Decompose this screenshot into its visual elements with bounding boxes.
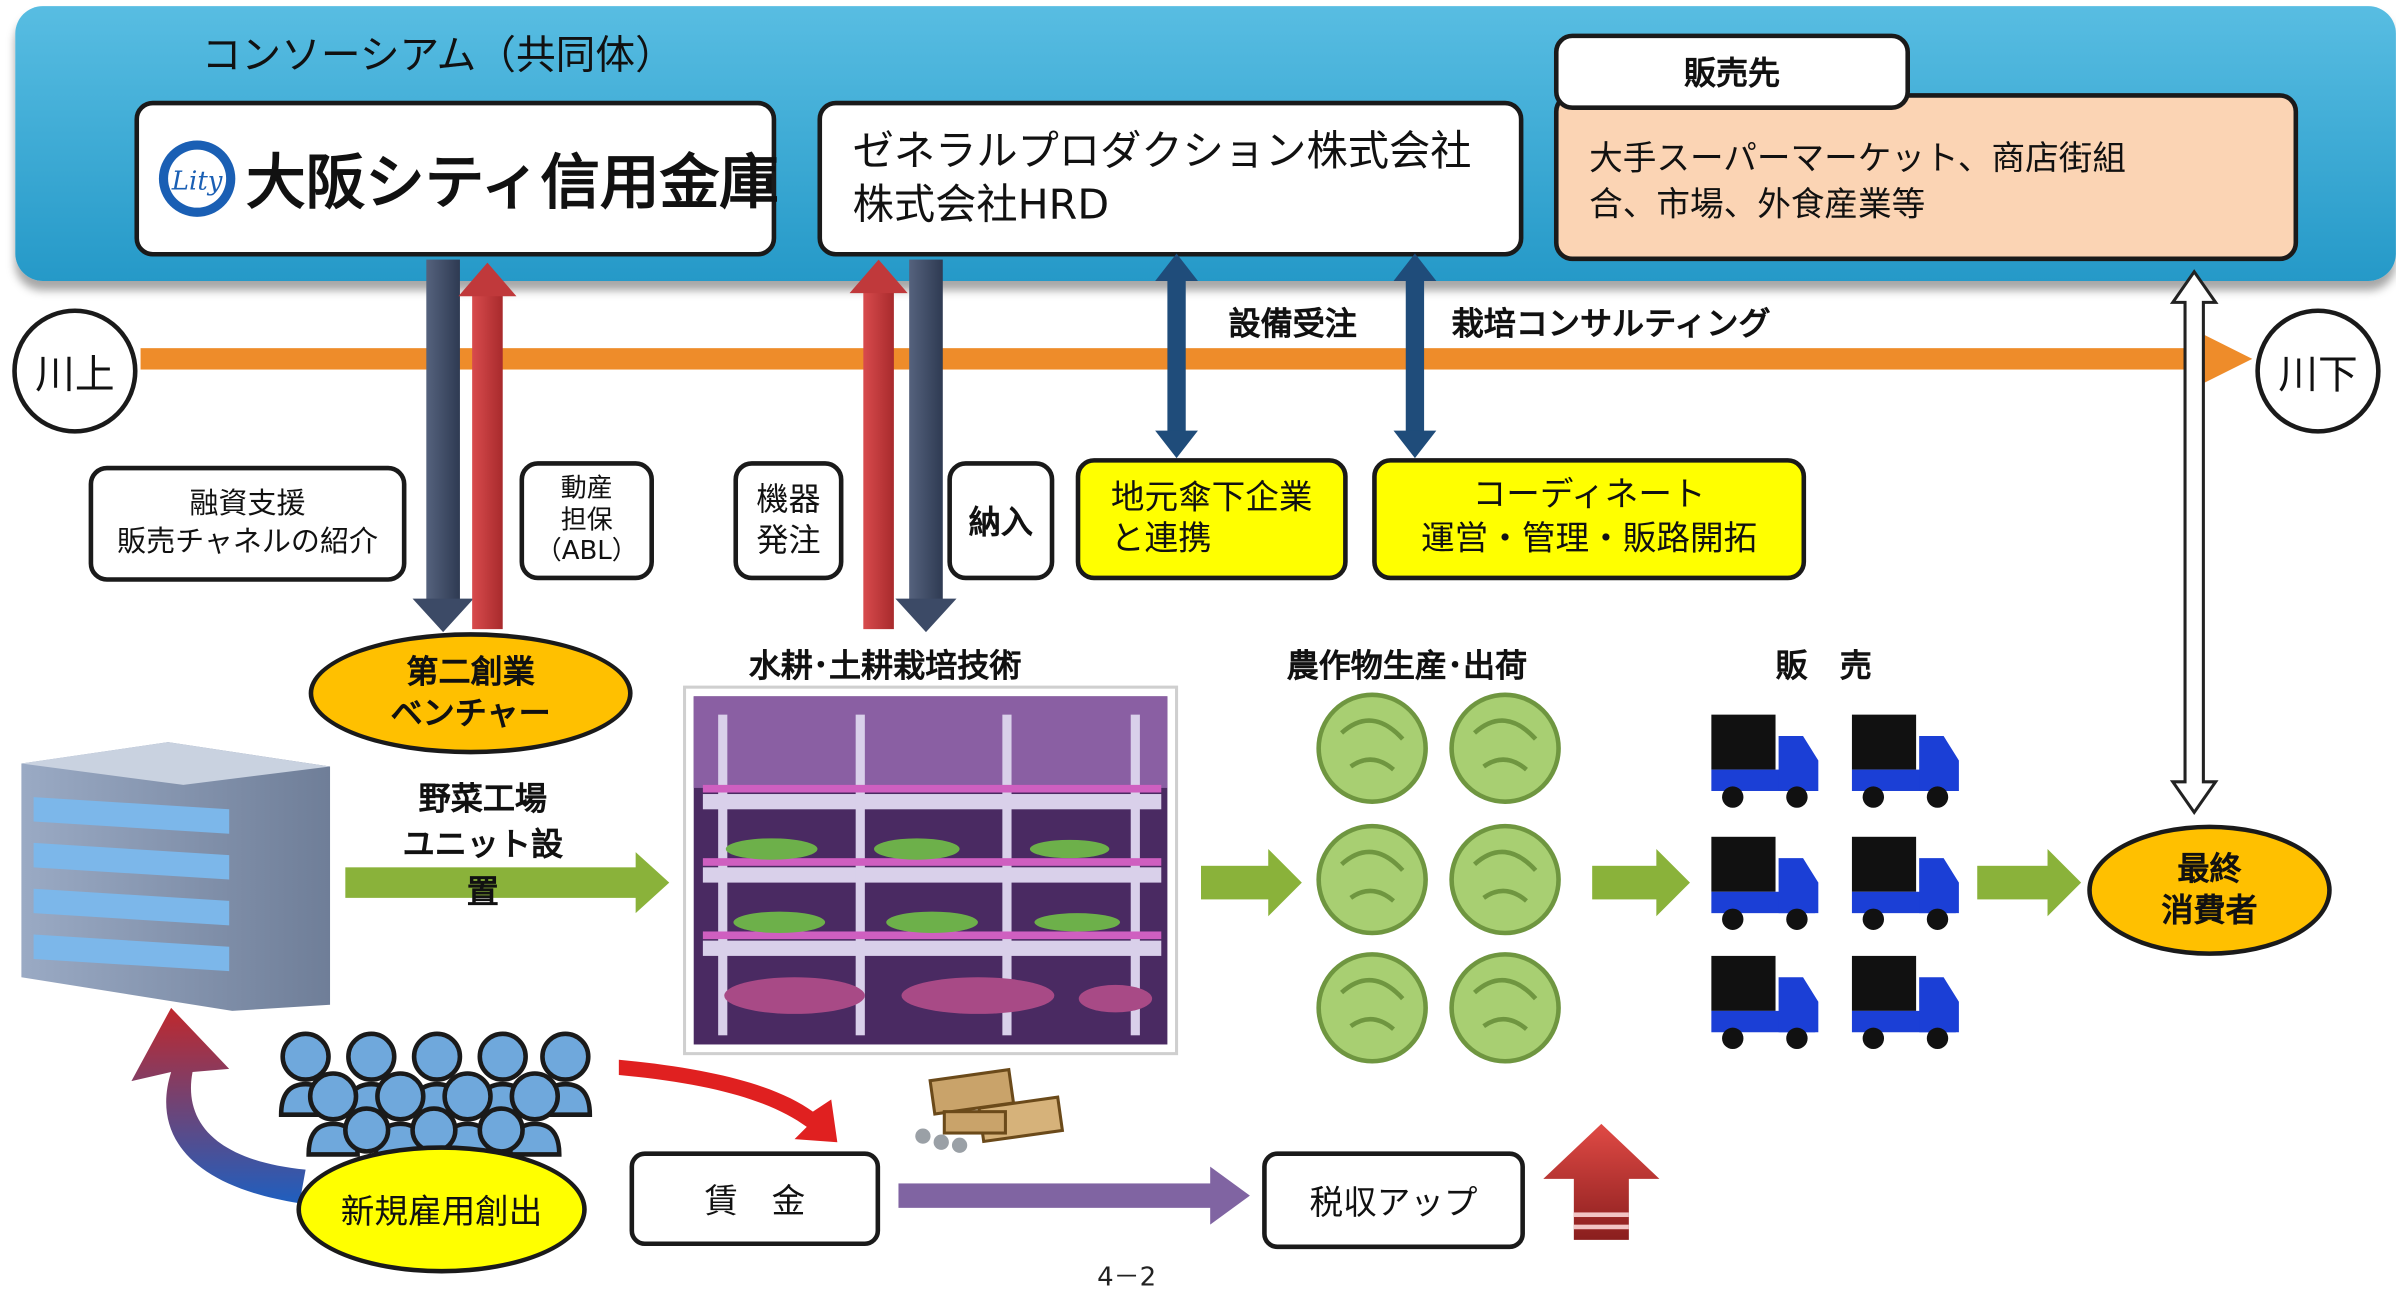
truck-icon (1711, 836, 1819, 930)
factory-unit-label: 野菜工場 ユニット設置 (402, 780, 564, 910)
lettuce-icon (1316, 952, 1428, 1064)
partner-box: ゼネラルプロダクション株式会社 株式会社HRD (817, 100, 1524, 257)
page-number: 4－2 (1097, 1262, 1157, 1293)
consortium-title: コンソーシアム（共同体） (201, 33, 675, 80)
collateral-box: 動産 担保 （ABL） (519, 461, 654, 581)
lettuce-icon (1449, 823, 1561, 936)
money-stack-icon (915, 1067, 1065, 1153)
seller-text: 大手スーパーマーケット、商店街組 合、市場、外食産業等 (1589, 140, 2126, 224)
consumer-oval: 最終 消費者 (2087, 824, 2332, 956)
wages-to-tax-arrow (898, 1166, 1250, 1225)
equipment-order-arrow-up (849, 259, 908, 630)
seller-consumer-arrow (2169, 269, 2219, 816)
truck-icon (1711, 714, 1819, 808)
bank-logo-icon: Lity (158, 140, 236, 217)
bank-logo-letters: Lity (171, 166, 223, 196)
workers-group-icon (278, 1031, 593, 1157)
finance-support-box: 融資支援 販売チャネルの紹介 (88, 465, 407, 582)
downstream-circle: 川下 (2255, 308, 2381, 434)
seller-box (1553, 93, 2299, 262)
green-arrow-1 (345, 852, 670, 914)
delivery-arrow-down (895, 259, 957, 633)
bank-box: Lity 大阪シティ信用金庫 (134, 100, 779, 257)
consulting-label: 栽培コンサルティング (1451, 305, 1771, 343)
truck-icon (1851, 955, 1959, 1050)
lettuce-icon (1449, 692, 1561, 804)
vertical-farm-photo (683, 685, 1179, 1056)
green-arrow-3 (1592, 849, 1690, 917)
tax-box: 税収アップ (1262, 1151, 1525, 1250)
truck-icon (1851, 836, 1959, 930)
venture-oval: 第二創業 ベンチャー (308, 632, 633, 755)
wage-curve-arrow (618, 1059, 838, 1143)
financing-arrow-down (412, 259, 474, 633)
delivery-box: 納入 (947, 461, 1055, 581)
consulting-arrow (1393, 253, 1437, 459)
sales-label: 販 売 (1775, 647, 1872, 685)
seller-tab: 販売先 (1553, 33, 1910, 110)
local-partners-box: 地元傘下企業 と連携 (1075, 458, 1348, 581)
lettuce-icon (1449, 952, 1561, 1064)
upstream-circle: 川上 (12, 308, 138, 434)
crops-label: 農作物生産･出荷 (1286, 647, 1528, 685)
wages-box: 賃 金 (629, 1151, 881, 1247)
collateral-arrow-up (458, 262, 517, 630)
truck-icon (1851, 714, 1959, 808)
truck-icons (1711, 714, 1959, 1050)
bank-name: 大阪シティ信用金庫 (246, 149, 779, 219)
hydro-label: 水耕･土耕栽培技術 (748, 647, 1022, 685)
equipment-orders-arrow (1155, 253, 1198, 459)
truck-icon (1711, 955, 1819, 1050)
coordinate-box: コーディネート 運営・管理・販路開拓 (1372, 458, 1807, 581)
equipment-orders-label: 設備受注 (1228, 305, 1357, 343)
green-arrow-4 (1977, 849, 2082, 917)
equipment-order-box: 機器 発注 (733, 461, 844, 581)
lettuce-icon (1316, 823, 1428, 936)
office-building-icon (21, 742, 331, 1011)
employment-oval: 新規雇用創出 (296, 1145, 587, 1274)
lettuce-icon (1316, 692, 1428, 804)
increase-up-arrow-icon (1543, 1123, 1660, 1240)
lettuce-icons (1316, 692, 1561, 1064)
green-arrow-2 (1201, 849, 1302, 917)
employment-curve-arrow (131, 1007, 306, 1204)
